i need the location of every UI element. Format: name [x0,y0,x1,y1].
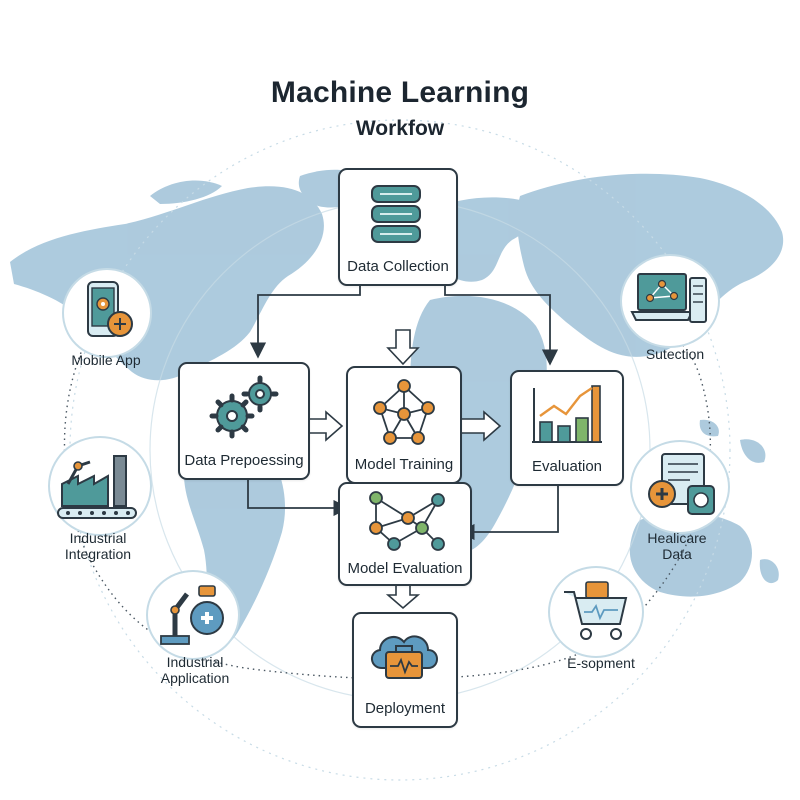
medical-records-icon [648,453,715,515]
diagram-subtitle: Workfow [355,117,445,140]
app-e-shipment [548,566,644,658]
step-label: Model Evaluation [347,560,463,577]
app-industrial-application [146,570,240,660]
step-label: Data Prepoessing [184,452,304,469]
arrow-training-to-evaluation [457,410,502,442]
neural-network-icon [373,379,435,445]
shopping-cart-icon [564,581,628,640]
database-icon [371,185,421,243]
step-data-collection: Data Collection [338,168,458,286]
cloud-toolbox-icon [371,635,438,679]
robot-arm-medical-icon [160,585,224,645]
diagram-title: Machine Learning [270,76,530,109]
flow-connectors [247,283,559,541]
gears-icon [209,375,279,439]
network-graph-icon [369,491,445,551]
step-label: Deployment [364,700,446,717]
step-model-evaluation: Model Evaluation [338,482,472,586]
step-data-preprocessing: Data Prepoessing [178,362,310,480]
step-model-training: Model Training [346,366,462,484]
smartphone-gear-icon [87,281,133,337]
app-selection [620,254,720,348]
app-healthcare-data-label: Healicare Data [647,530,707,562]
block-arrows [299,329,502,610]
step-label: Data Collection [347,258,449,275]
laptop-network-icon [630,273,707,323]
step-deployment: Deployment [352,612,458,728]
app-mobile-app-label: Mobile App [71,352,141,368]
app-selection-label: Sutection [645,346,705,362]
app-mobile-app [62,268,152,358]
app-industrial-integration [48,436,152,536]
app-industrial-application-label: Industrial Application [160,654,230,686]
app-industrial-integration-label: Industrial Integration [64,530,132,562]
arrow-down-to-training [386,329,420,366]
bar-chart-icon [532,385,602,443]
step-label: Evaluation [531,458,603,475]
step-evaluation: Evaluation [510,370,624,486]
app-e-shipment-label: E-sopment [567,655,635,671]
app-healthcare-data [630,440,730,534]
arrow-down-to-deployment [385,584,421,610]
step-label: Model Training [354,456,454,473]
factory-robot-arm-icon [57,455,137,519]
